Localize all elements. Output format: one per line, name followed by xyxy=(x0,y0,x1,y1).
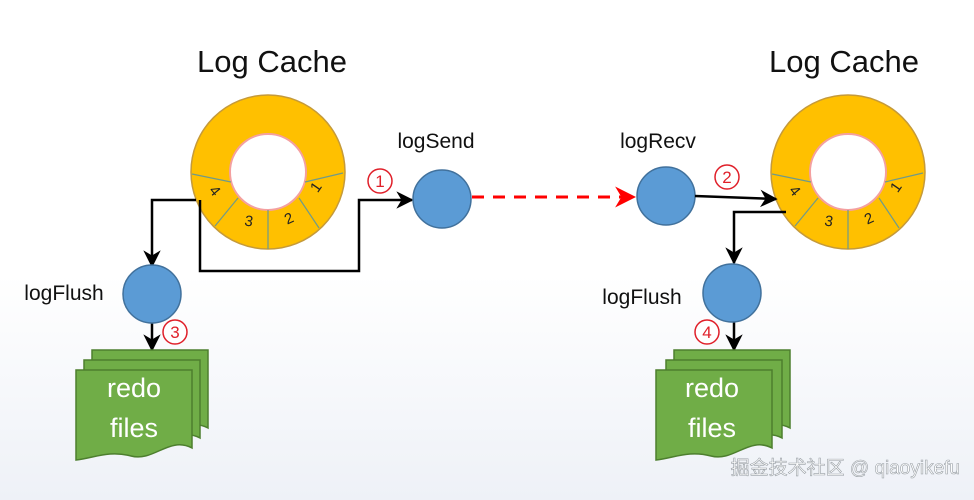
step-1-label: 1 xyxy=(375,172,384,191)
right-files-label-line1: redo xyxy=(685,373,739,403)
right-log-flush-node xyxy=(702,263,762,323)
left-log-flush-label: logFlush xyxy=(24,282,103,305)
left-files-label-line2: files xyxy=(110,413,158,443)
left-ring-to-send-arrow xyxy=(198,191,414,273)
right-segment-3: 3 xyxy=(823,212,834,230)
recv-to-ring-arrow xyxy=(694,189,778,208)
step-2-badge xyxy=(714,164,740,190)
step-4-badge xyxy=(694,319,720,345)
step-4-label: 4 xyxy=(702,323,711,342)
right-log-cache-ring xyxy=(770,94,926,250)
left-ring-to-flush-arrow xyxy=(143,198,196,268)
right-ring-to-flush-arrow xyxy=(725,210,786,265)
log-recv-label: logRecv xyxy=(620,130,696,153)
step-1-badge xyxy=(367,168,393,194)
right-log-cache-title: Log Cache xyxy=(769,44,919,79)
step-2-label: 2 xyxy=(722,168,731,187)
step-3-label: 3 xyxy=(170,323,179,342)
right-redo-files xyxy=(655,349,791,461)
right-files-label-line2: files xyxy=(688,413,736,443)
log-send-label: logSend xyxy=(397,130,474,153)
left-log-flush-node xyxy=(122,264,182,324)
log-send-node xyxy=(412,169,472,229)
left-log-cache-title: Log Cache xyxy=(197,44,347,79)
left-redo-files xyxy=(75,349,209,461)
right-log-flush-label: logFlush xyxy=(602,286,681,309)
left-files-label-line1: redo xyxy=(107,373,161,403)
left-log-cache-ring xyxy=(190,94,346,250)
log-recv-node xyxy=(636,166,696,226)
watermark: 掘金技术社区 @ qiaoyikefu xyxy=(731,457,960,479)
left-segment-3: 3 xyxy=(243,212,254,230)
step-3-badge xyxy=(162,319,188,345)
